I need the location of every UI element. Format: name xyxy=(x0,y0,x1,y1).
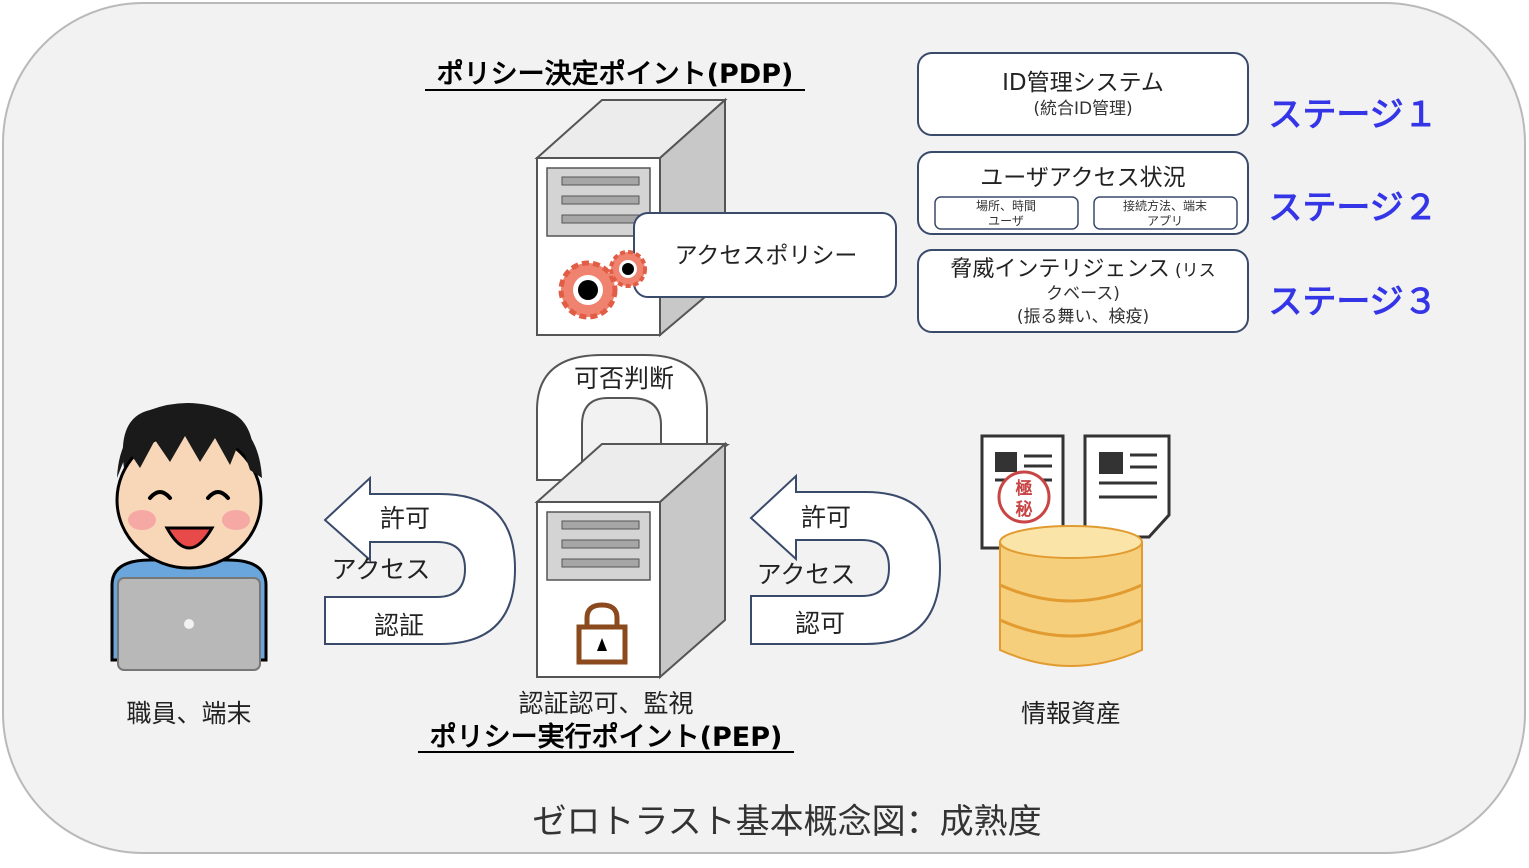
stage1-box-sub: (統合ID管理) xyxy=(1033,99,1132,119)
decision-label: 可否判断 xyxy=(574,364,674,393)
asset-label: 情報資産 xyxy=(1021,699,1121,728)
user-label: 職員、端末 xyxy=(126,699,251,728)
stage2-sub-right-box xyxy=(1093,196,1238,230)
pep-title: ポリシー実行ポイント(PEP) xyxy=(430,721,783,753)
stage3-box-line2: クベース) xyxy=(1046,284,1120,304)
stage1-box xyxy=(917,52,1249,136)
stage3-box xyxy=(917,249,1249,333)
left-permit-label: 許可 xyxy=(380,504,430,533)
stage3-box-line3: (振る舞い、検疫) xyxy=(1017,307,1149,327)
stage2-sub-right-line1: 接続方法、端末 xyxy=(1123,198,1207,213)
right-access-label: アクセス xyxy=(757,560,856,589)
stage2-box-title: ユーザアクセス状況 xyxy=(980,165,1185,191)
stage3-box-title: 脅威インテリジェンス (リス xyxy=(950,257,1215,282)
right-flow-arrow xyxy=(749,473,942,645)
left-auth-label: 認証 xyxy=(374,611,424,640)
stage3-label: ステージ３ xyxy=(1268,282,1437,322)
stamp-char-2: 秘 xyxy=(1016,499,1033,520)
stage2-sub-left-box xyxy=(934,196,1079,230)
right-authz-label: 認可 xyxy=(795,609,845,638)
pep-server xyxy=(534,441,728,680)
confidential-stamp-icon: 極 秘 xyxy=(997,470,1051,524)
lock-icon xyxy=(576,602,628,665)
left-flow-arrow xyxy=(323,475,517,645)
pep-caption: 認証認可、監視 xyxy=(518,689,693,718)
left-access-label: アクセス xyxy=(332,555,431,584)
user-illustration xyxy=(110,402,268,671)
stage3-title-main: 脅威インテリジェンス xyxy=(950,257,1170,282)
stage1-label: ステージ１ xyxy=(1268,95,1437,135)
pdp-title: ポリシー決定ポイント(PDP) xyxy=(437,58,794,90)
stamp-char-1: 極 xyxy=(1016,478,1033,499)
stage2-label: ステージ２ xyxy=(1268,188,1437,228)
stage2-sub-left-line2: ユーザ xyxy=(988,214,1024,228)
document-icon-2 xyxy=(1083,434,1171,539)
stage3-title-suffix: (リス xyxy=(1175,261,1216,281)
stage2-sub-left-line1: 場所、時間 xyxy=(976,199,1036,213)
access-policy-label: アクセスポリシー xyxy=(675,243,858,269)
stage2-sub-right-line2: アプリ xyxy=(1147,214,1183,228)
right-permit-label: 許可 xyxy=(801,503,851,532)
gear-icon xyxy=(558,250,647,320)
database-icon xyxy=(999,525,1143,667)
footer-title: ゼロトラスト基本概念図：成熟度 xyxy=(532,802,1041,842)
stage1-box-title: ID管理システム xyxy=(1002,70,1164,96)
